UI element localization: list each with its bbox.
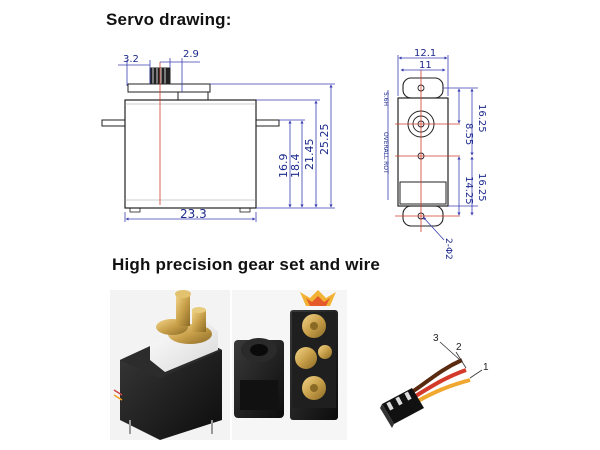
front-vertical-label-2: OVERALL ROT (382, 132, 389, 174)
wire-pin-3-label: 3 (433, 333, 439, 344)
wire-pin-1-label: 1 (483, 362, 489, 373)
gear-train-photo (232, 290, 347, 440)
dim-23-3-label: 23.3 (180, 207, 207, 221)
dim-12-1-label: 12.1 (414, 48, 436, 59)
front-vertical-label-1: 5.6H (382, 92, 389, 106)
dim-2-phi2-label: 2-Φ2 (443, 238, 453, 260)
dim-11-label: 11 (419, 60, 432, 71)
dim-8-55-label: 8.55 (463, 123, 474, 145)
dim-3-2-label: 3.2 (123, 54, 139, 65)
dim-14-25-label: 14.25 (463, 176, 474, 205)
gear-wire-heading: High precision gear set and wire (112, 255, 381, 274)
dim-16-25-top-label: 16.25 (476, 104, 487, 133)
servo-gear-photo (110, 290, 230, 440)
dim-16-25-bottom-label: 16.25 (476, 173, 487, 202)
dim-18-4-label: 18.4 (289, 154, 302, 179)
side-view-drawing: 3.2 2.9 23.3 16.9 18.4 21.45 25.25 (101, 49, 335, 222)
dim-16-9-label: 16.9 (277, 154, 290, 179)
dim-25-25-label: 25.25 (318, 124, 331, 156)
wire-pin-2-label: 2 (456, 342, 462, 353)
servo-drawing-heading: Servo drawing: (106, 10, 232, 29)
dim-21-45-label: 21.45 (303, 139, 316, 171)
front-view-drawing: 12.1 11 8.55 16.25 14.25 16.25 5.6H OVER… (382, 48, 487, 260)
wire-connector-illustration: 3 2 1 (380, 333, 489, 428)
dim-2-9-label: 2.9 (183, 49, 199, 60)
